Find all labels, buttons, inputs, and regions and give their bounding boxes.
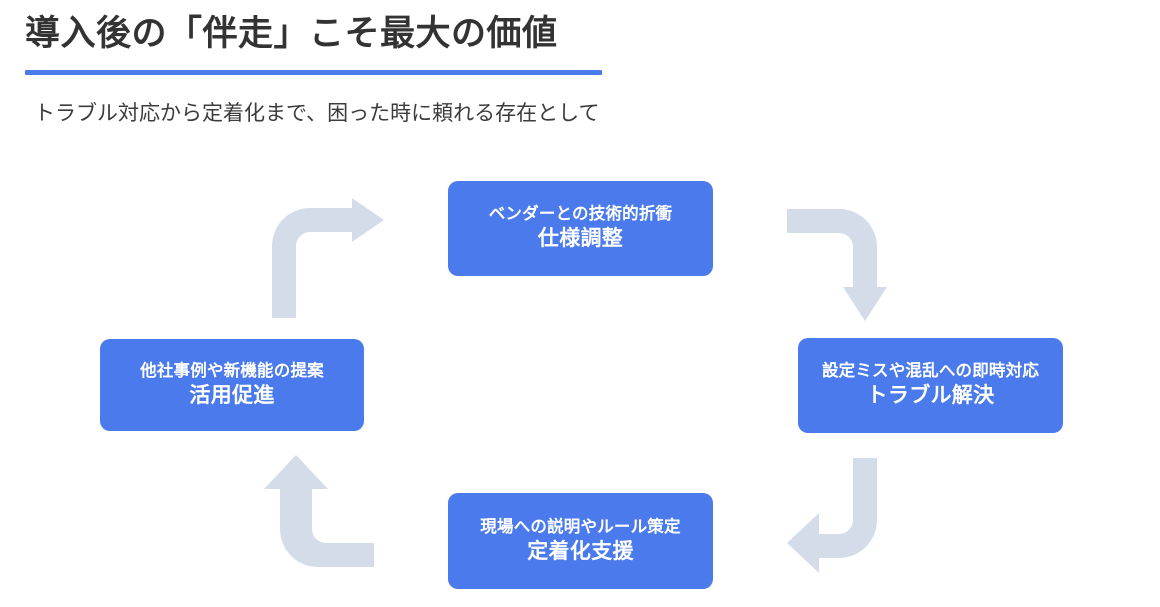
- cycle-node-right-heading: トラブル解決: [866, 384, 995, 408]
- cycle-node-left[interactable]: 他社事例や新機能の提案 活用促進: [100, 339, 364, 431]
- arrow-top-to-right-icon: [787, 199, 887, 321]
- cycle-node-top[interactable]: ベンダーとの技術的折衝 仕様調整: [448, 181, 713, 276]
- cycle-node-right-caption: 設定ミスや混乱への即時対応: [821, 362, 1040, 380]
- cycle-node-bottom[interactable]: 現場への説明やルール策定 定着化支援: [448, 493, 713, 589]
- cycle-node-right[interactable]: 設定ミスや混乱への即時対応 トラブル解決: [798, 338, 1063, 433]
- title-accent-bar: [25, 70, 602, 75]
- cycle-node-bottom-caption: 現場への説明やルール策定: [480, 517, 681, 536]
- cycle-node-top-heading: 仕様調整: [537, 227, 624, 251]
- arrow-bottom-to-left-icon: [264, 455, 374, 577]
- arrow-right-to-bottom-icon: [787, 458, 897, 573]
- page-title: 導入後の「伴走」こそ最大の価値: [25, 14, 558, 53]
- cycle-node-left-caption: 他社事例や新機能の提案: [140, 361, 324, 380]
- cycle-node-top-caption: ベンダーとの技術的折衝: [488, 205, 673, 223]
- cycle-node-left-heading: 活用促進: [189, 383, 275, 407]
- arrow-left-to-top-icon: [262, 198, 384, 318]
- cycle-node-bottom-heading: 定着化支援: [527, 539, 634, 563]
- page-subtitle: トラブル対応から定着化まで、困った時に頼れる存在として: [34, 102, 600, 125]
